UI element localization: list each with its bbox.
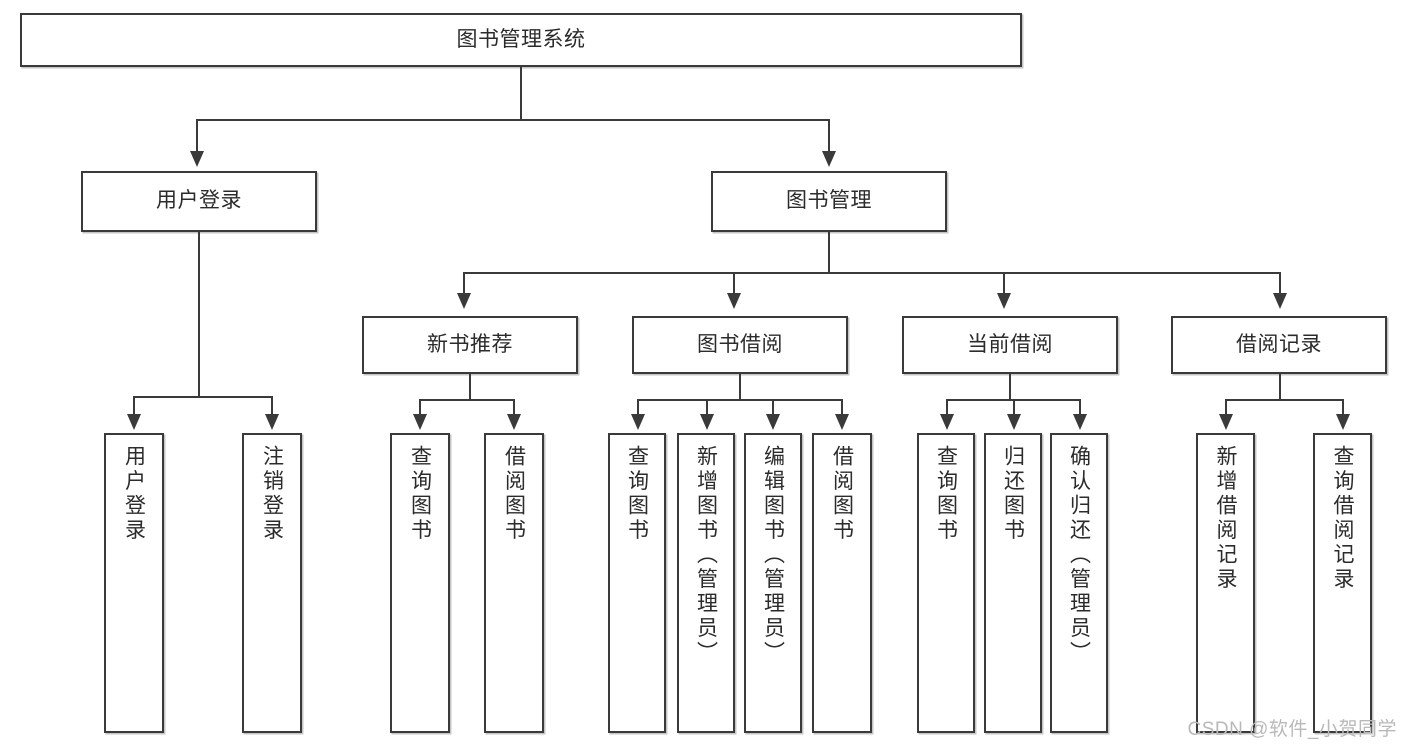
node-new-book-rec[interactable]: 新书推荐	[362, 316, 578, 374]
edge-drop-current-borrow	[1003, 272, 1005, 295]
arrow-borrow-book-1	[507, 414, 521, 430]
arrow-borrow-record	[1273, 293, 1287, 309]
node-leaf-borrow-book-1-label: 借阅图书	[502, 445, 526, 543]
node-leaf-logout-login-label: 注销登录	[260, 445, 284, 543]
node-leaf-edit-book-label: 编辑图书（管理员）	[761, 445, 785, 666]
edge-drop-new-book-rec	[463, 272, 465, 295]
node-leaf-borrow-book-1[interactable]: 借阅图书	[484, 433, 544, 733]
edge-drop-book-manage	[828, 119, 830, 153]
node-borrow-record-label: 借阅记录	[1236, 332, 1322, 356]
edge-root-stem	[520, 67, 522, 120]
node-book-manage[interactable]: 图书管理	[711, 171, 947, 232]
edge-user-login-stem	[198, 232, 200, 397]
node-root-label: 图书管理系统	[456, 27, 586, 51]
arrow-add-book	[700, 414, 714, 430]
arrow-user-login	[190, 151, 204, 167]
edge-drop-borrow-book-2	[841, 399, 843, 416]
arrow-return-book	[1007, 414, 1021, 430]
edge-borrow-record-bus	[1225, 399, 1343, 401]
edge-new-book-rec-stem	[469, 374, 471, 401]
node-current-borrow[interactable]: 当前借阅	[902, 316, 1118, 374]
arrow-borrow-book-2	[835, 414, 849, 430]
node-leaf-edit-book[interactable]: 编辑图书（管理员）	[744, 433, 802, 733]
arrow-book-borrow	[727, 293, 741, 309]
arrow-query-book-3	[940, 414, 954, 430]
node-leaf-query-book-2[interactable]: 查询图书	[608, 433, 666, 733]
node-leaf-query-book-3-label: 查询图书	[934, 445, 958, 543]
edge-new-book-rec-bus	[419, 399, 514, 401]
node-leaf-confirm-return-label: 确认归还（管理员）	[1067, 445, 1091, 666]
csdn-watermark: CSDN @软件_小贺同学	[1187, 719, 1397, 740]
node-book-manage-label: 图书管理	[786, 189, 872, 213]
edge-drop-query-book-1	[419, 399, 421, 416]
arrow-edit-book	[766, 414, 780, 430]
edge-drop-query-record	[1342, 399, 1344, 416]
edge-drop-query-book-2	[637, 399, 639, 416]
edge-user-login-bus	[133, 396, 272, 398]
edge-borrow-record-stem	[1279, 374, 1281, 401]
node-user-login[interactable]: 用户登录	[81, 171, 317, 232]
arrow-new-book-rec	[457, 293, 471, 309]
node-leaf-add-record[interactable]: 新增借阅记录	[1196, 433, 1255, 733]
node-leaf-query-book-2-label: 查询图书	[625, 445, 649, 543]
node-current-borrow-label: 当前借阅	[967, 332, 1053, 356]
node-leaf-query-record[interactable]: 查询借阅记录	[1313, 433, 1372, 733]
node-leaf-query-book-3[interactable]: 查询图书	[917, 433, 975, 733]
node-leaf-add-book-label: 新增图书（管理员）	[694, 445, 718, 666]
node-leaf-borrow-book-2-label: 借阅图书	[830, 445, 854, 543]
node-book-borrow-label: 图书借阅	[697, 332, 783, 356]
edge-drop-add-book	[706, 399, 708, 416]
node-borrow-record[interactable]: 借阅记录	[1171, 316, 1387, 374]
arrow-current-borrow	[997, 293, 1011, 309]
edge-drop-confirm-return	[1079, 399, 1081, 416]
arrow-query-record	[1336, 414, 1350, 430]
edge-level3-bus	[463, 272, 1280, 274]
edge-drop-query-book-3	[946, 399, 948, 416]
edge-book-manage-stem	[828, 232, 830, 274]
node-book-borrow[interactable]: 图书借阅	[632, 316, 848, 374]
arrow-add-record	[1219, 414, 1233, 430]
node-leaf-confirm-return[interactable]: 确认归还（管理员）	[1050, 433, 1108, 733]
node-leaf-return-book[interactable]: 归还图书	[984, 433, 1042, 733]
edge-drop-leaf-user-login	[133, 396, 135, 416]
node-leaf-logout-login[interactable]: 注销登录	[242, 433, 302, 733]
node-user-login-label: 用户登录	[156, 189, 242, 213]
node-leaf-borrow-book-2[interactable]: 借阅图书	[812, 433, 872, 733]
node-new-book-rec-label: 新书推荐	[427, 332, 513, 356]
edge-drop-user-login	[196, 119, 198, 153]
node-leaf-query-book-1-label: 查询图书	[408, 445, 432, 543]
edge-drop-borrow-book-1	[513, 399, 515, 416]
edge-level2-bus	[196, 119, 830, 121]
node-leaf-query-record-label: 查询借阅记录	[1331, 445, 1354, 592]
edge-book-borrow-bus	[637, 399, 842, 401]
node-leaf-user-login[interactable]: 用户登录	[104, 433, 164, 733]
edge-drop-book-borrow	[733, 272, 735, 295]
node-leaf-add-record-label: 新增借阅记录	[1214, 445, 1237, 592]
arrow-query-book-1	[413, 414, 427, 430]
edge-current-borrow-stem	[1009, 374, 1011, 401]
edge-drop-borrow-record	[1279, 272, 1281, 295]
node-leaf-return-book-label: 归还图书	[1001, 445, 1025, 543]
edge-current-borrow-bus	[946, 399, 1079, 401]
node-leaf-user-login-label: 用户登录	[122, 445, 146, 543]
arrow-leaf-logout	[265, 414, 279, 430]
edge-drop-leaf-logout	[271, 396, 273, 416]
edge-drop-add-record	[1225, 399, 1227, 416]
arrow-query-book-2	[631, 414, 645, 430]
arrow-leaf-user-login	[127, 414, 141, 430]
arrow-confirm-return	[1073, 414, 1087, 430]
edge-drop-edit-book	[772, 399, 774, 416]
node-root[interactable]: 图书管理系统	[20, 13, 1022, 67]
edge-book-borrow-stem	[739, 374, 741, 401]
node-leaf-add-book[interactable]: 新增图书（管理员）	[677, 433, 735, 733]
edge-drop-return-book	[1013, 399, 1015, 416]
node-leaf-query-book-1[interactable]: 查询图书	[390, 433, 450, 733]
arrow-book-manage	[822, 151, 836, 167]
